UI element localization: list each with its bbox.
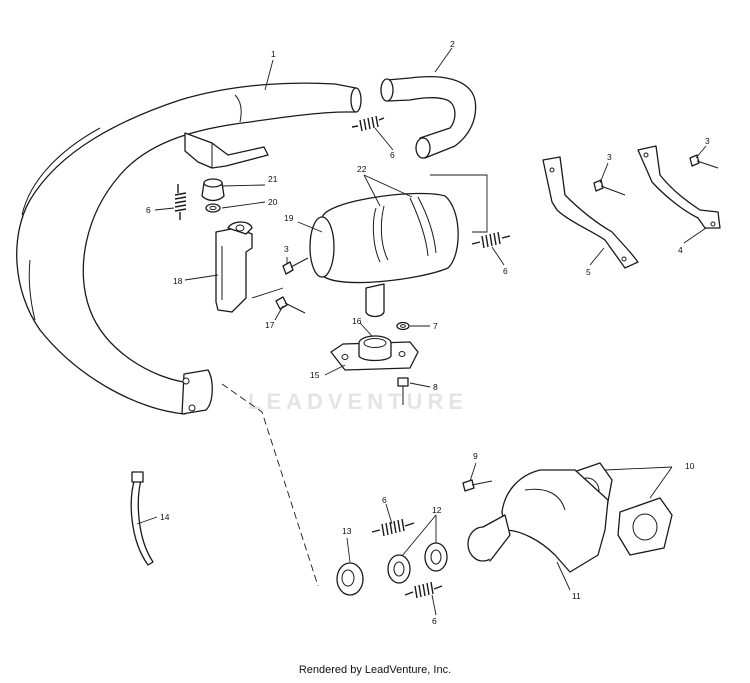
callout-1: 1: [271, 49, 276, 59]
part-5-hanger: [542, 156, 639, 269]
part-19-muffler: [309, 192, 459, 318]
callout-3-middle: 3: [607, 152, 612, 162]
callout-11: 11: [572, 591, 581, 601]
leader-lines: [136, 47, 707, 616]
callout-7: 7: [433, 321, 438, 331]
callout-6-lower: 6: [382, 495, 387, 505]
part-3-screw-c: [689, 154, 719, 169]
callout-10: 10: [685, 461, 695, 471]
callout-15: 15: [310, 370, 320, 380]
callout-labels: 1 2 3 3 3 4 5 6 6 6 6 6 7 8 9 10 11 12 1…: [146, 39, 710, 626]
watermark-text: LEADVENTURE: [248, 389, 468, 414]
callout-22: 22: [357, 164, 367, 174]
callout-17: 17: [265, 320, 275, 330]
callout-18: 18: [173, 276, 183, 286]
footer-credit: Rendered by LeadVenture, Inc.: [298, 664, 452, 676]
callout-9: 9: [473, 451, 478, 461]
callout-8: 8: [433, 382, 438, 392]
part-13-grommet: [336, 562, 364, 596]
part-6-spring-e: [404, 581, 443, 599]
part-6-spring-d: [371, 518, 415, 537]
callout-3-left: 3: [284, 244, 289, 254]
part-6-spring-b: [351, 115, 385, 132]
part-18-bracket: [215, 221, 253, 313]
part-10-gasket-b: [617, 497, 673, 556]
callout-6-top: 6: [390, 150, 395, 160]
callout-5: 5: [586, 267, 591, 277]
callout-4: 4: [678, 245, 683, 255]
callout-20: 20: [268, 197, 278, 207]
callout-6-left: 6: [146, 205, 151, 215]
callout-19: 19: [284, 213, 294, 223]
callout-12: 12: [432, 505, 442, 515]
callout-6-bottom: 6: [432, 616, 437, 626]
part-20-washer: [205, 203, 221, 213]
part-9-bolt: [462, 479, 493, 492]
part-12-seal-rings: [387, 542, 448, 584]
callout-6-right: 6: [503, 266, 508, 276]
callout-2: 2: [450, 39, 455, 49]
part-21-rubber-mount: [201, 178, 225, 202]
part-6-spring-c: [471, 231, 511, 249]
callout-3-top-right: 3: [705, 136, 710, 146]
callout-21: 21: [268, 174, 278, 184]
part-14-clamp: [130, 471, 154, 566]
part-4-hanger: [637, 145, 721, 229]
part-6-spring-a: [174, 184, 187, 220]
part-15-flange: [330, 335, 419, 371]
part-3-screw-b: [593, 179, 626, 196]
part-1-expansion-chamber: [16, 82, 362, 415]
part-3-screw: [282, 257, 309, 275]
callout-13: 13: [342, 526, 352, 536]
part-7-washer: [396, 321, 410, 331]
callout-14: 14: [160, 512, 170, 522]
part-2-u-bend-pipe: [380, 75, 477, 159]
part-8-bolt: [397, 377, 409, 405]
callout-16: 16: [352, 316, 362, 326]
part-11-manifold: [467, 469, 609, 573]
part-17-screw: [275, 296, 306, 314]
